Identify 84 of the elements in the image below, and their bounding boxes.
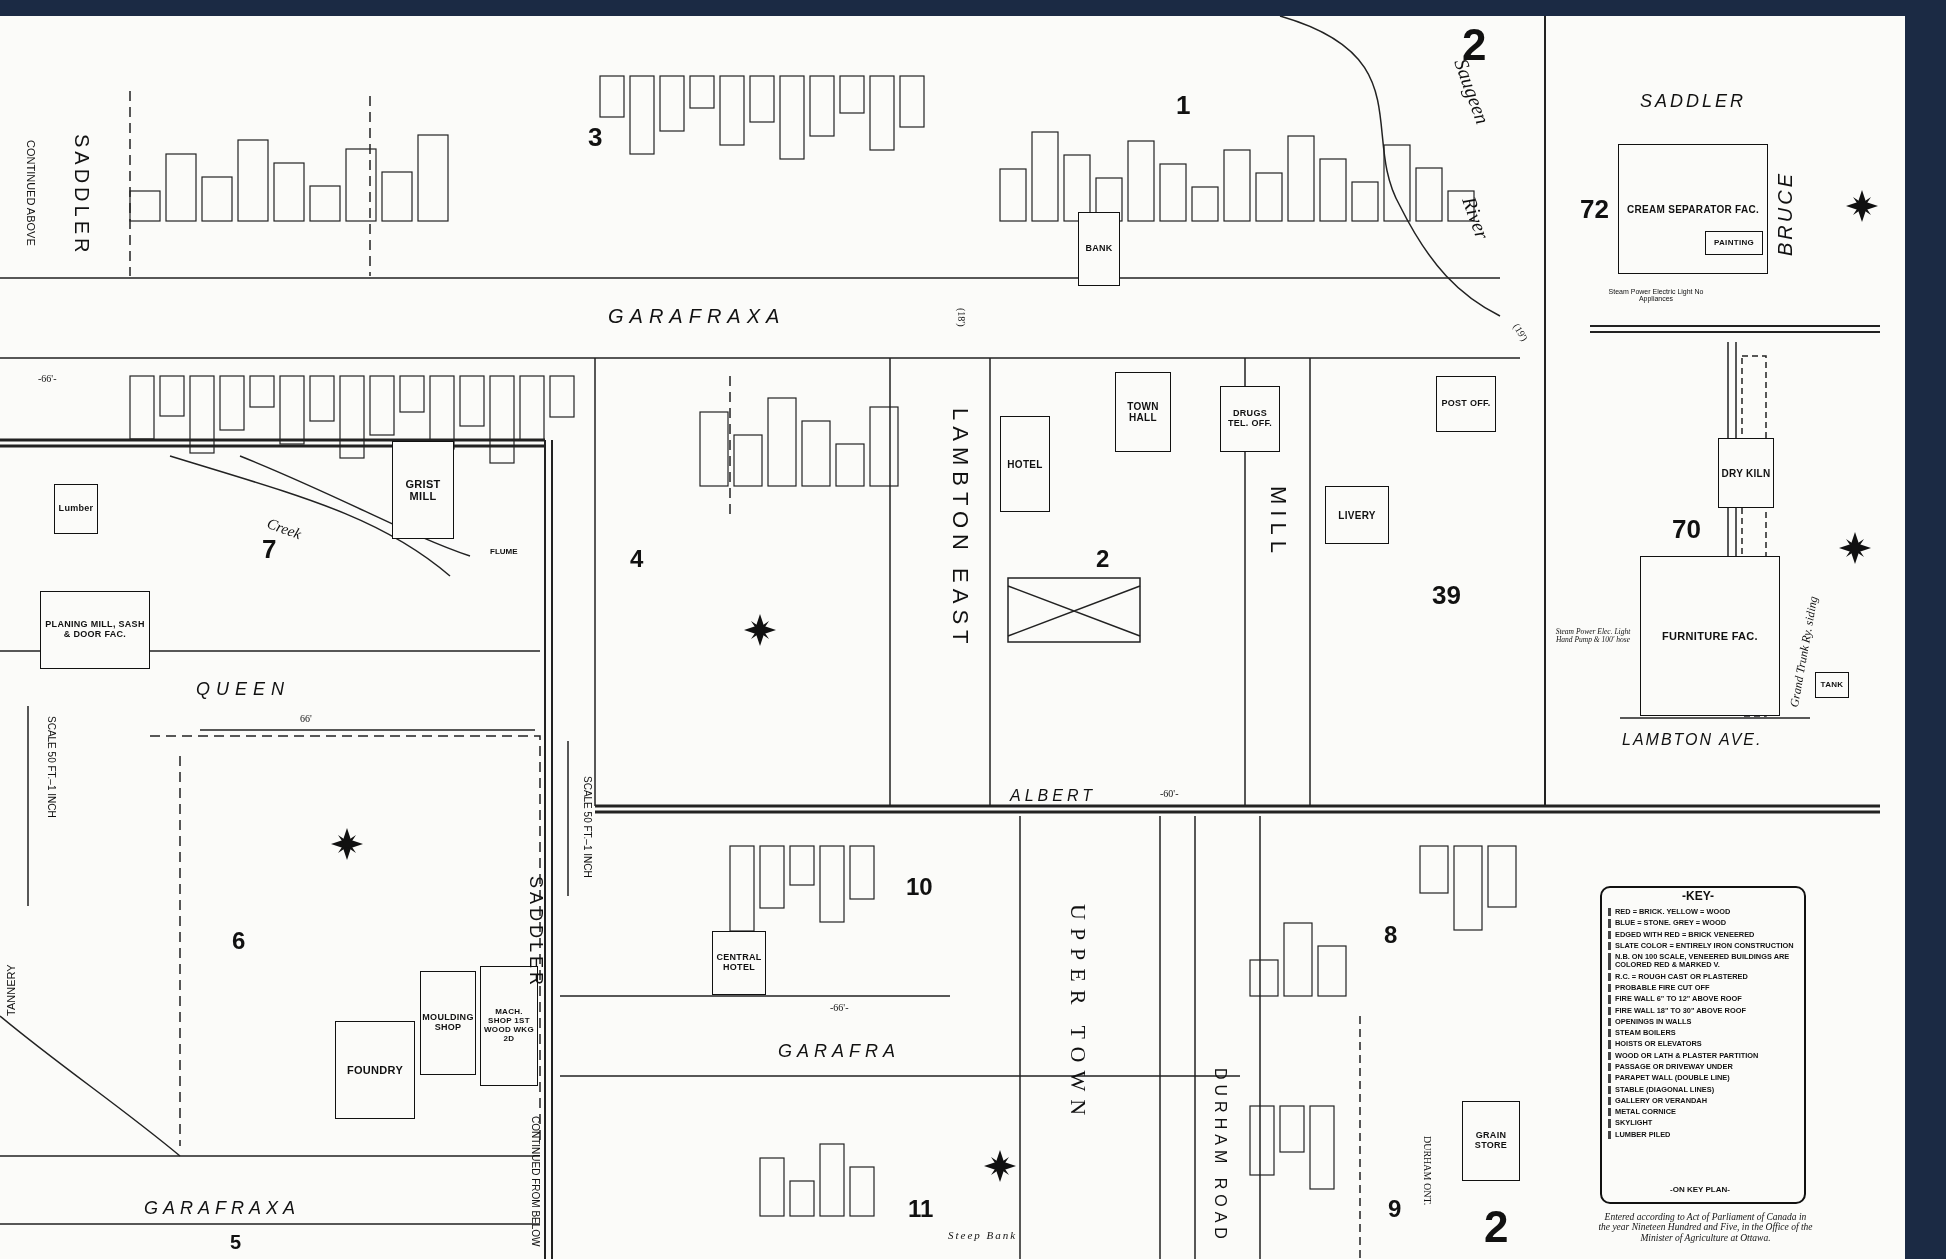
map-label: 66': [300, 714, 312, 725]
map-label: SADDLER: [1640, 92, 1747, 111]
building-label: FURNITURE FAC.: [1661, 628, 1759, 644]
map-label: 5: [230, 1232, 242, 1253]
map-label: DURHAM ONT.: [1421, 1136, 1432, 1206]
building-label: CENTRAL HOTEL: [715, 951, 763, 974]
building-box: [1705, 231, 1763, 255]
building-box: [1640, 556, 1780, 716]
map-label: SCALE 50 FT.–1 INCH: [45, 716, 56, 818]
building-label: DRUGS TEL. OFF.: [1226, 407, 1274, 430]
map-label: 4: [630, 546, 644, 572]
copyright-note: Entered according to Act of Parliament of Canada in the year Nineteen Hundred and Five, in the Office of the Minister of Agriculture at Ottawa.: [1598, 1212, 1813, 1244]
map-label: 11: [908, 1196, 934, 1222]
building-box: [1618, 144, 1768, 274]
building-box: [420, 971, 476, 1075]
map-label: 9: [1388, 1196, 1402, 1222]
map-label: LAMBTON AVE.: [1622, 732, 1763, 749]
building-box: [1078, 212, 1120, 286]
building-box: [335, 1021, 415, 1119]
map-label: 2: [1096, 546, 1110, 572]
map-label: GARAFRA: [778, 1042, 900, 1061]
map-label: -ON KEY PLAN-: [1670, 1186, 1730, 1195]
map-label: River: [1458, 194, 1493, 242]
building-box: [1115, 372, 1171, 452]
map-label: SADDLER: [526, 876, 545, 990]
map-label: DURHAM ROAD: [1211, 1068, 1228, 1244]
map-label: -66'-: [38, 374, 57, 385]
map-label: -60'-: [1160, 789, 1179, 800]
building-box: [1462, 1101, 1520, 1181]
map-label: LAMBTON EAST: [948, 408, 972, 650]
map-label: GARAFRAXA: [144, 1199, 301, 1218]
building-box: [1815, 672, 1849, 698]
building-label: FOUNDRY: [345, 1062, 405, 1078]
building-box: [1436, 376, 1496, 432]
map-label: GARAFRAXA: [608, 306, 786, 327]
building-label: BANK: [1084, 242, 1114, 256]
building-label: POST OFF.: [1440, 397, 1492, 411]
map-label: UPPER TOWN: [1066, 904, 1090, 1124]
building-box: [712, 931, 766, 995]
map-label: (18'): [955, 308, 966, 327]
map-label: SCALE 50 FT.–1 INCH: [581, 776, 592, 878]
building-box: [1718, 438, 1774, 508]
building-label: TOWN HALL: [1126, 400, 1160, 425]
map-label: 1: [1176, 92, 1191, 120]
map-label: ALBERT: [1010, 788, 1096, 805]
map-label: CONTINUED ABOVE: [24, 140, 36, 246]
map-label: BRUCE: [1775, 171, 1796, 256]
building-label: DRY KILN: [1720, 466, 1772, 481]
map-label: Steep Bank: [948, 1230, 1018, 1242]
map-label: 8: [1384, 922, 1398, 948]
building-label: PLANING MILL, SASH & DOOR FAC.: [44, 618, 146, 641]
building-label: GRIST MILL: [404, 476, 442, 504]
map-label: Grand Trunk Ry. siding: [1788, 595, 1820, 709]
building-box: [1220, 386, 1280, 452]
building-label: Lumber: [57, 502, 95, 516]
map-label: 3: [588, 124, 603, 152]
building-box: [1000, 416, 1050, 512]
map-label: 70: [1672, 516, 1701, 544]
building-box: [54, 484, 98, 534]
map-label: MILL: [1266, 486, 1290, 559]
building-box: [392, 441, 454, 539]
map-label: 2: [1484, 1204, 1509, 1251]
building-label: CREAM SEPARATOR FAC.: [1625, 202, 1761, 217]
map-label: -KEY-: [1682, 890, 1714, 903]
building-label: TANK: [1819, 678, 1845, 691]
map-label: 39: [1432, 582, 1461, 610]
building-box: [40, 591, 150, 669]
building-box: [1325, 486, 1389, 544]
map-label: 7: [262, 536, 277, 564]
map-label: 6: [232, 928, 246, 954]
map-label: FLUME: [490, 548, 518, 557]
map-label: -66'-: [830, 1003, 849, 1014]
map-label: 10: [906, 874, 933, 900]
map-label: SADDLER: [71, 134, 92, 257]
map-label: QUEEN: [196, 680, 290, 699]
building-label: MACH. SHOP 1ST WOOD WKG 2D: [483, 1006, 535, 1045]
map-label: TANNERY: [6, 964, 18, 1016]
map-label: CONTINUED FROM BELOW: [529, 1116, 540, 1247]
building-label: HOTEL: [1006, 457, 1044, 472]
building-label: GRAIN STORE: [1473, 1129, 1509, 1152]
building-label: PAINTING: [1713, 236, 1755, 249]
map-label: 72: [1580, 196, 1609, 224]
building-label: MOULDING SHOP: [421, 1011, 475, 1034]
building-label: LIVERY: [1337, 508, 1377, 523]
